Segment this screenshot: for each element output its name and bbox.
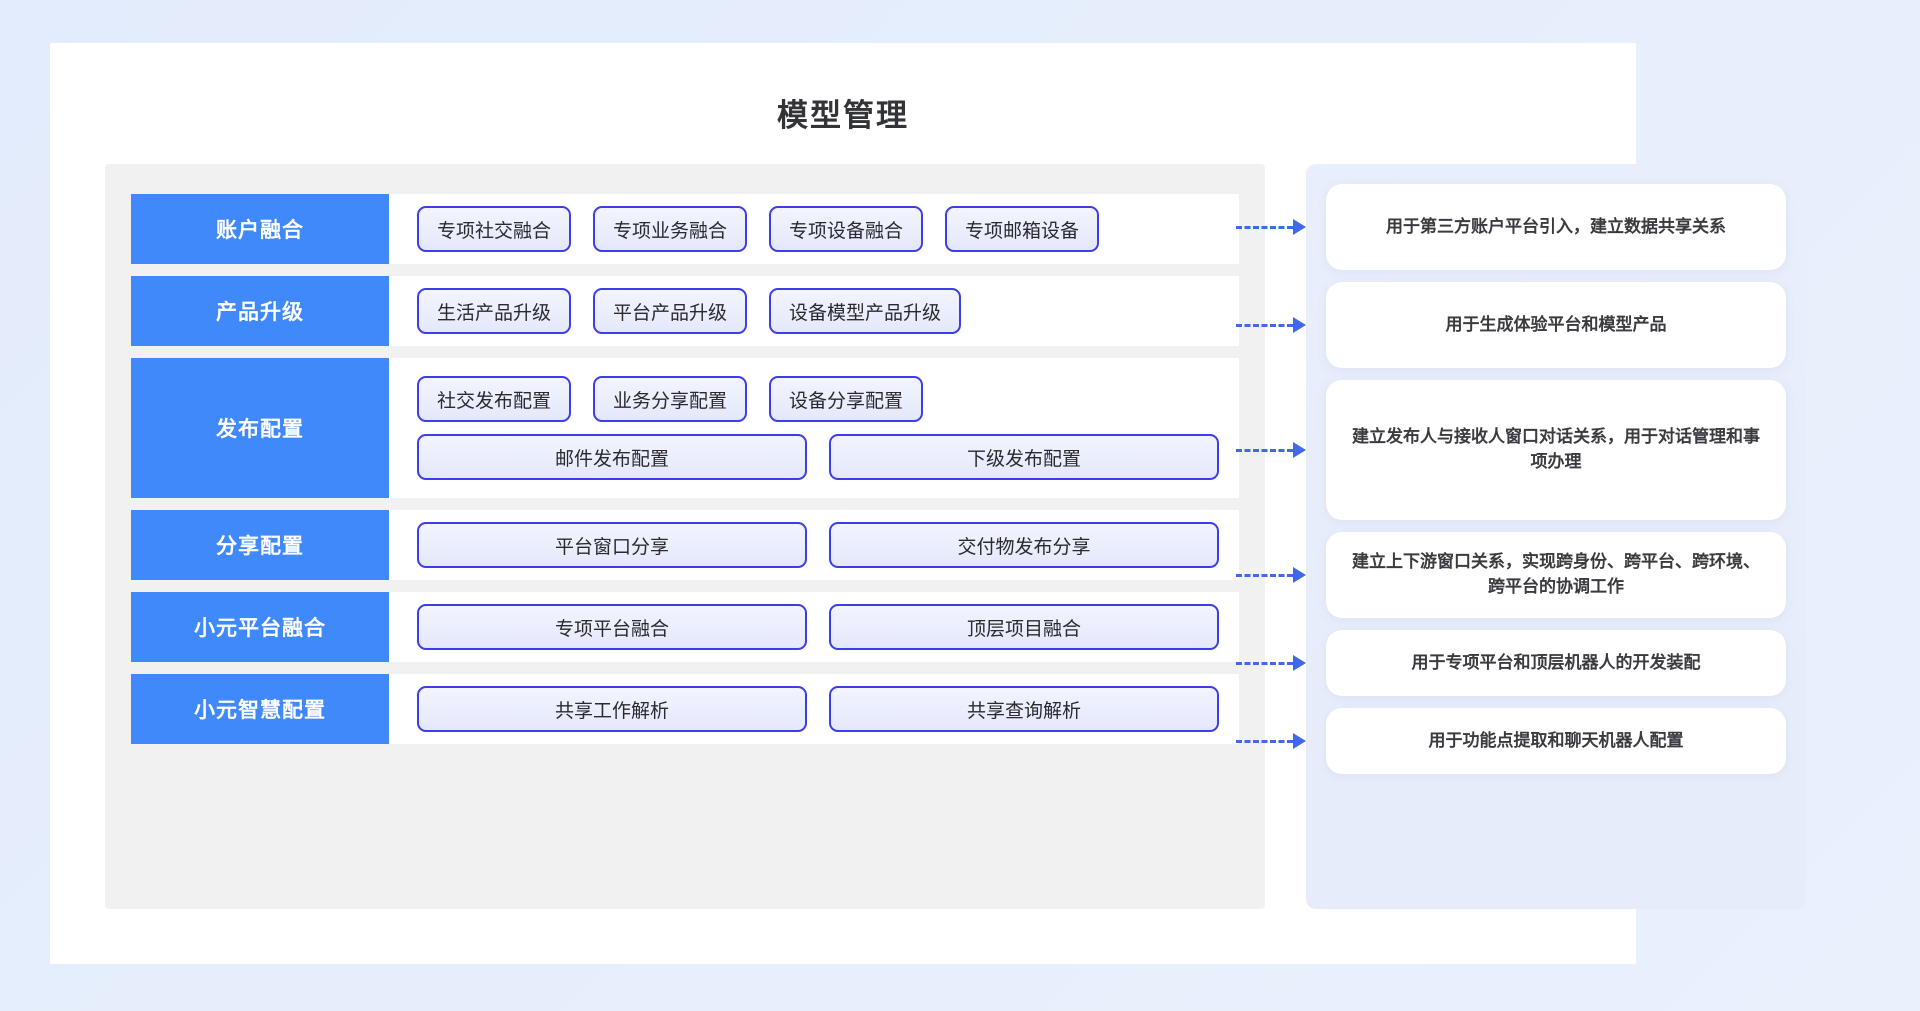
connector-arrow-6 (1236, 733, 1306, 749)
page-card: 模型管理 账户融合专项社交融合专项业务融合专项设备融合专项邮箱设备产品升级生活产… (50, 43, 1806, 964)
category-row: 发布配置社交发布配置业务分享配置设备分享配置邮件发布配置下级发布配置 (131, 358, 1239, 498)
category-label-3[interactable]: 发布配置 (131, 358, 389, 498)
description-card-4: 建立上下游窗口关系，实现跨身份、跨平台、跨环境、跨平台的协调工作 (1326, 532, 1786, 618)
arrow-head-icon (1293, 567, 1306, 583)
description-card-1: 用于第三方账户平台引入，建立数据共享关系 (1326, 184, 1786, 270)
chip-item[interactable]: 顶层项目融合 (829, 604, 1219, 650)
chip-item[interactable]: 下级发布配置 (829, 434, 1219, 480)
chip-group: 专项平台融合顶层项目融合 (389, 592, 1239, 662)
chip-item[interactable]: 邮件发布配置 (417, 434, 807, 480)
arrow-head-icon (1293, 655, 1306, 671)
description-card-2: 用于生成体验平台和模型产品 (1326, 282, 1786, 368)
chip-line: 专项平台融合顶层项目融合 (417, 604, 1219, 650)
chip-line: 专项社交融合专项业务融合专项设备融合专项邮箱设备 (417, 206, 1219, 252)
arrow-head-icon (1293, 733, 1306, 749)
chip-item[interactable]: 生活产品升级 (417, 288, 572, 334)
category-rows: 账户融合专项社交融合专项业务融合专项设备融合专项邮箱设备产品升级生活产品升级平台… (105, 194, 1265, 744)
category-board: 账户融合专项社交融合专项业务融合专项设备融合专项邮箱设备产品升级生活产品升级平台… (105, 164, 1265, 909)
chip-item[interactable]: 专项设备融合 (769, 206, 924, 252)
chip-item[interactable]: 设备分享配置 (769, 376, 924, 422)
arrow-line (1236, 739, 1293, 743)
arrow-line (1236, 448, 1293, 452)
category-label-4[interactable]: 分享配置 (131, 510, 389, 580)
chip-item[interactable]: 共享查询解析 (829, 686, 1219, 732)
chip-item[interactable]: 专项邮箱设备 (945, 206, 1100, 252)
category-label-5[interactable]: 小元平台融合 (131, 592, 389, 662)
arrow-line (1236, 225, 1293, 229)
arrow-head-icon (1293, 442, 1306, 458)
description-card-5: 用于专项平台和顶层机器人的开发装配 (1326, 630, 1786, 696)
arrow-head-icon (1293, 317, 1306, 333)
arrow-head-icon (1293, 219, 1306, 235)
chip-item[interactable]: 平台产品升级 (593, 288, 748, 334)
chip-group: 社交发布配置业务分享配置设备分享配置邮件发布配置下级发布配置 (389, 358, 1239, 498)
chip-line: 共享工作解析共享查询解析 (417, 686, 1219, 732)
chip-group: 专项社交融合专项业务融合专项设备融合专项邮箱设备 (389, 194, 1239, 264)
chip-line: 社交发布配置业务分享配置设备分享配置 (417, 376, 1219, 422)
page-title: 模型管理 (777, 98, 909, 133)
chip-item[interactable]: 共享工作解析 (417, 686, 807, 732)
category-row: 账户融合专项社交融合专项业务融合专项设备融合专项邮箱设备 (131, 194, 1239, 264)
chip-group: 共享工作解析共享查询解析 (389, 674, 1239, 744)
arrow-line (1236, 661, 1293, 665)
chip-line: 生活产品升级平台产品升级设备模型产品升级 (417, 288, 1219, 334)
description-list: 用于第三方账户平台引入，建立数据共享关系用于生成体验平台和模型产品建立发布人与接… (1326, 184, 1786, 774)
chip-item[interactable]: 平台窗口分享 (417, 522, 807, 568)
chip-group: 平台窗口分享交付物发布分享 (389, 510, 1239, 580)
category-row: 分享配置平台窗口分享交付物发布分享 (131, 510, 1239, 580)
connector-arrow-1 (1236, 219, 1306, 235)
chip-item[interactable]: 交付物发布分享 (829, 522, 1219, 568)
chip-item[interactable]: 业务分享配置 (593, 376, 748, 422)
category-label-2[interactable]: 产品升级 (131, 276, 389, 346)
chip-item[interactable]: 社交发布配置 (417, 376, 572, 422)
arrow-line (1236, 573, 1293, 577)
category-label-6[interactable]: 小元智慧配置 (131, 674, 389, 744)
connector-arrow-2 (1236, 317, 1306, 333)
chip-line: 平台窗口分享交付物发布分享 (417, 522, 1219, 568)
category-row: 产品升级生活产品升级平台产品升级设备模型产品升级 (131, 276, 1239, 346)
description-card-6: 用于功能点提取和聊天机器人配置 (1326, 708, 1786, 774)
connector-arrow-3 (1236, 442, 1306, 458)
connector-arrow-5 (1236, 655, 1306, 671)
arrow-line (1236, 323, 1293, 327)
chip-item[interactable]: 专项业务融合 (593, 206, 748, 252)
category-label-1[interactable]: 账户融合 (131, 194, 389, 264)
chip-item[interactable]: 设备模型产品升级 (769, 288, 962, 334)
connector-arrow-4 (1236, 567, 1306, 583)
category-row: 小元平台融合专项平台融合顶层项目融合 (131, 592, 1239, 662)
category-row: 小元智慧配置共享工作解析共享查询解析 (131, 674, 1239, 744)
chip-item[interactable]: 专项社交融合 (417, 206, 572, 252)
chip-item[interactable]: 专项平台融合 (417, 604, 807, 650)
description-card-3: 建立发布人与接收人窗口对话关系，用于对话管理和事项办理 (1326, 380, 1786, 520)
chip-line: 邮件发布配置下级发布配置 (417, 434, 1219, 480)
chip-group: 生活产品升级平台产品升级设备模型产品升级 (389, 276, 1239, 346)
